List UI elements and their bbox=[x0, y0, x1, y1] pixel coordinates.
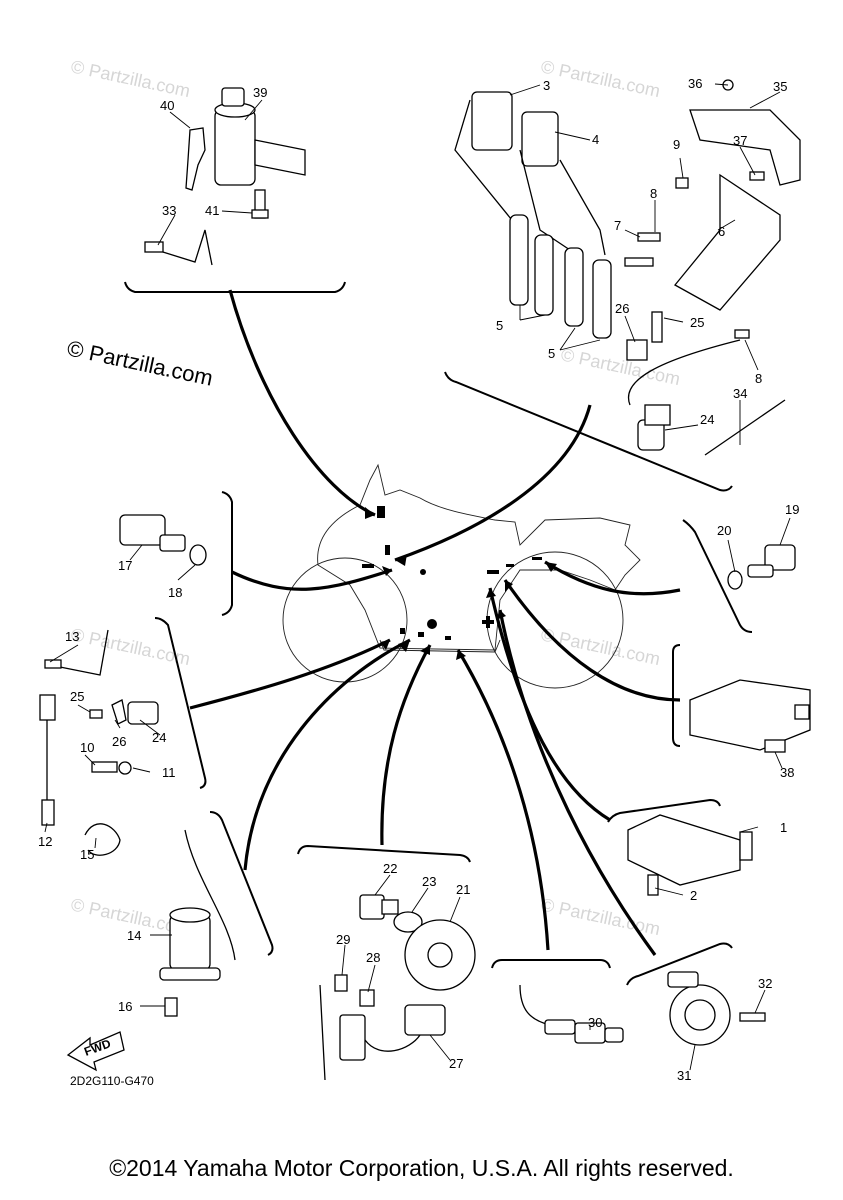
diagram-code: 2D2G110-G470 bbox=[70, 1074, 154, 1088]
callout-8b: 8 bbox=[755, 371, 762, 386]
callout-27: 27 bbox=[449, 1056, 463, 1071]
callout-2: 2 bbox=[690, 888, 697, 903]
sensor-top-assembly bbox=[626, 311, 786, 456]
callout-29: 29 bbox=[336, 932, 350, 947]
o2-sensor-assembly bbox=[519, 984, 624, 1044]
sensor-31-assembly bbox=[667, 971, 766, 1046]
callout-16: 16 bbox=[118, 999, 132, 1014]
callout-7: 7 bbox=[614, 218, 621, 233]
callout-5: 5 bbox=[496, 318, 503, 333]
sender-14-assembly bbox=[159, 829, 236, 1017]
callout-24: 24 bbox=[700, 412, 714, 427]
callout-33: 33 bbox=[162, 203, 176, 218]
motorcycle-silhouette bbox=[282, 463, 641, 689]
callout-38: 38 bbox=[780, 765, 794, 780]
callout-13: 13 bbox=[65, 629, 79, 644]
callout-40: 40 bbox=[160, 98, 174, 113]
group-brackets bbox=[124, 281, 753, 986]
callout-17: 17 bbox=[118, 558, 132, 573]
callout-22: 22 bbox=[383, 861, 397, 876]
watermark-faint: © Partzilla.com bbox=[539, 624, 662, 669]
callout-35: 35 bbox=[773, 79, 787, 94]
callout-39: 39 bbox=[253, 85, 267, 100]
callout-numbers: 1 2 3 4 5 5 6 7 8 8 9 10 11 12 13 14 15 … bbox=[38, 76, 799, 1083]
callout-32: 32 bbox=[758, 976, 772, 991]
main-switch-assembly bbox=[144, 87, 306, 266]
callout-18: 18 bbox=[168, 585, 182, 600]
fwd-arrow: FWD bbox=[66, 1031, 125, 1072]
watermark-faint: © Partzilla.com bbox=[69, 56, 192, 101]
callout-24b: 24 bbox=[152, 730, 166, 745]
callout-21: 21 bbox=[456, 882, 470, 897]
callout-34: 34 bbox=[733, 386, 747, 401]
callout-36: 36 bbox=[688, 76, 702, 91]
ecu-assembly bbox=[627, 814, 753, 896]
watermark-faint: © Partzilla.com bbox=[539, 894, 662, 939]
callout-9: 9 bbox=[673, 137, 680, 152]
callout-25: 25 bbox=[690, 315, 704, 330]
callout-8: 8 bbox=[650, 186, 657, 201]
callout-6: 6 bbox=[718, 224, 725, 239]
callout-31: 31 bbox=[677, 1068, 691, 1083]
callout-10: 10 bbox=[80, 740, 94, 755]
callout-20: 20 bbox=[717, 523, 731, 538]
callout-1: 1 bbox=[780, 820, 787, 835]
control-unit-38 bbox=[689, 679, 811, 753]
ignition-coil-assembly bbox=[454, 91, 612, 339]
callout-14: 14 bbox=[127, 928, 141, 943]
leader-lines bbox=[44, 83, 791, 1071]
callout-30: 30 bbox=[588, 1015, 602, 1030]
pickup-assembly bbox=[319, 894, 476, 1081]
callout-12: 12 bbox=[38, 834, 52, 849]
callout-37: 37 bbox=[733, 133, 747, 148]
watermark-main: © Partzilla.com bbox=[65, 335, 215, 390]
watermark-faint: © Partzilla.com bbox=[539, 56, 662, 101]
callout-25b: 25 bbox=[70, 689, 84, 704]
callout-23: 23 bbox=[422, 874, 436, 889]
left-sensor-group bbox=[39, 629, 159, 856]
callout-19: 19 bbox=[785, 502, 799, 517]
callout-4: 4 bbox=[592, 132, 599, 147]
callout-26b: 26 bbox=[112, 734, 126, 749]
callout-3: 3 bbox=[543, 78, 550, 93]
copyright-notice: ©2014 Yamaha Motor Corporation, U.S.A. A… bbox=[109, 1155, 734, 1181]
callout-11: 11 bbox=[162, 765, 176, 780]
callout-5b: 5 bbox=[548, 346, 555, 361]
sensor-19-assembly bbox=[727, 544, 796, 590]
callout-15: 15 bbox=[80, 847, 94, 862]
watermark-faint: © Partzilla.com bbox=[559, 344, 682, 389]
bracket-assembly bbox=[624, 79, 801, 339]
callout-41: 41 bbox=[205, 203, 219, 218]
callout-26: 26 bbox=[615, 301, 629, 316]
callout-28: 28 bbox=[366, 950, 380, 965]
sensor-17-assembly bbox=[119, 514, 207, 566]
